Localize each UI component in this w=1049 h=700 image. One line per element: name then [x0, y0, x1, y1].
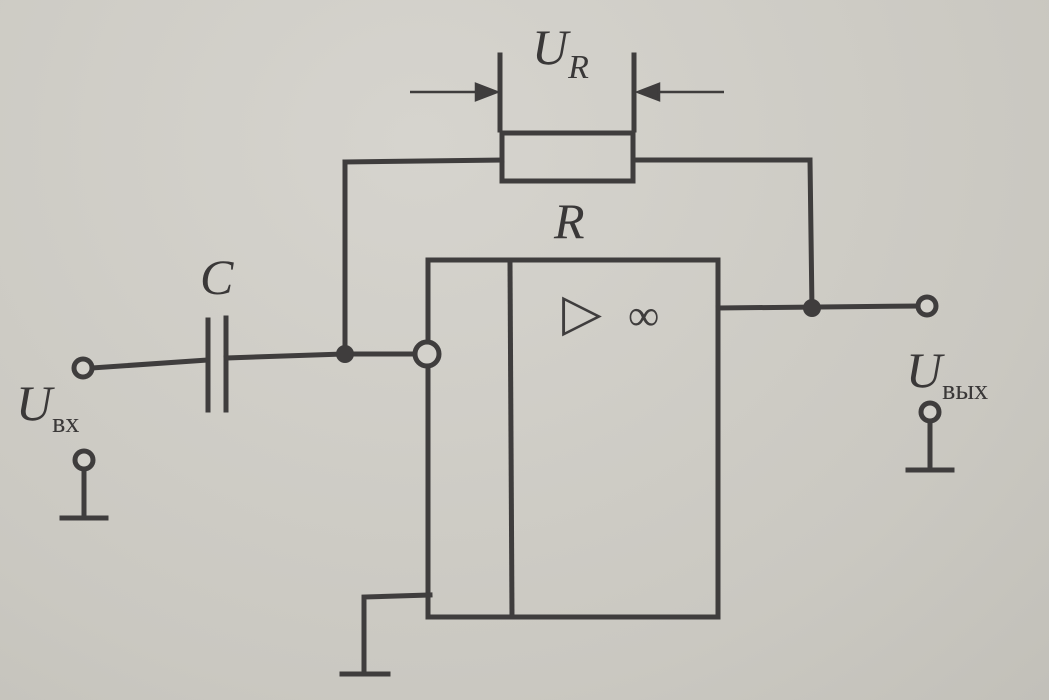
- opamp-divider: [507, 259, 515, 620]
- resistor-voltage-label: UR: [532, 19, 589, 86]
- inverting-input-circle: [412, 339, 442, 369]
- feedback-right-wire: [807, 157, 815, 313]
- input-voltage-label: Uвх: [16, 375, 80, 439]
- output-junction-dot: [803, 299, 821, 317]
- capacitor-to-junction-wire: [223, 351, 348, 361]
- output-voltage-label: Uвых: [906, 342, 989, 406]
- input-wire: [89, 357, 210, 371]
- opamp-ground-wire: [361, 592, 433, 675]
- resistor-body: [499, 130, 636, 184]
- ur-arrow-left-head: [474, 82, 501, 102]
- opamp-triangle-icon: ▷: [562, 285, 602, 342]
- feedback-top-left-wire: [342, 157, 505, 165]
- input-terminal: [71, 356, 95, 380]
- input-ground-terminal: [72, 448, 96, 472]
- input-junction-dot: [336, 345, 354, 363]
- opamp-body: [425, 257, 721, 620]
- ur-arrow-right-head: [634, 82, 661, 102]
- opamp-infinity-label: ∞: [628, 291, 660, 340]
- output-ground-terminal: [918, 400, 942, 424]
- resistor-label: R: [554, 193, 585, 249]
- capacitor-label: C: [200, 249, 234, 305]
- output-terminal: [915, 294, 939, 318]
